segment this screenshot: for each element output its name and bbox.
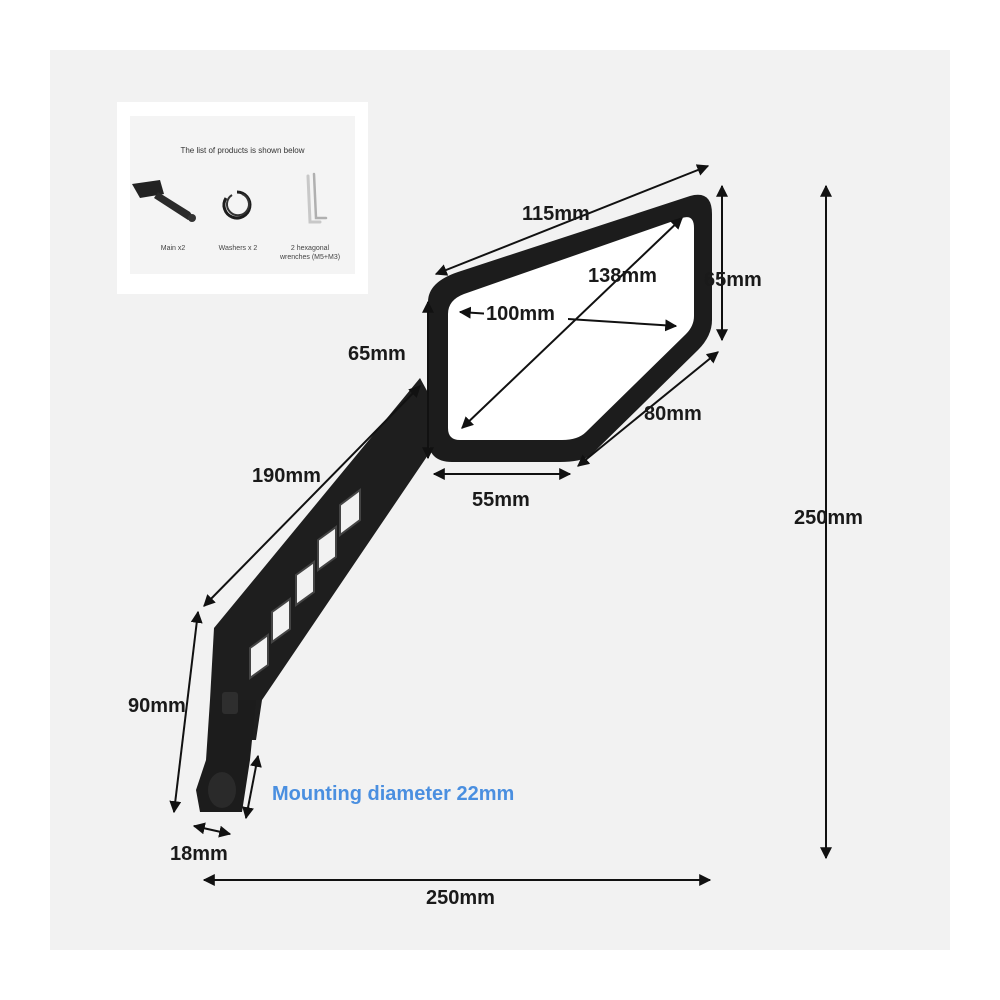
package-contents-title: The list of products is shown below <box>180 146 305 155</box>
label-mirror-bottom-width: 55mm <box>472 489 530 511</box>
arrow-mount-diameter <box>242 754 262 820</box>
package-contents-panel: The list of products is shown below Main… <box>130 116 355 274</box>
item-caption-wrenches-line2: wrenches (M5+M3) <box>279 254 341 261</box>
package-contents-card: The list of products is shown below Main… <box>117 102 368 294</box>
hex-wrench-icon <box>306 172 328 224</box>
item-caption-main: Main x2 <box>160 245 186 252</box>
label-mirror-left-height: 65mm <box>348 343 406 365</box>
item-caption-wrenches: 2 hexagonal wrenches (M5+M3) <box>270 244 350 262</box>
label-total-width: 250mm <box>426 887 495 909</box>
label-mirror-top-width: 115mm <box>522 203 590 225</box>
label-mounting-diameter: Mounting diameter 22mm <box>272 783 514 805</box>
label-clamp-height: 90mm <box>128 695 186 717</box>
dimension-arrows <box>169 164 832 886</box>
mirror-arm <box>210 378 432 740</box>
label-clamp-width: 18mm <box>170 843 228 865</box>
handlebar-clamp <box>196 692 256 812</box>
arrow-arm-length <box>203 385 421 607</box>
label-arm-length: 190mm <box>252 465 321 487</box>
arrow-mirror-lower-right <box>577 351 719 467</box>
label-mirror-lower-right: 80mm <box>644 403 702 425</box>
item-caption-wrenches-line1: 2 hexagonal <box>290 245 330 252</box>
label-total-height: 250mm <box>794 507 863 529</box>
washer-icon <box>222 190 252 220</box>
arrow-clamp-height <box>169 610 203 814</box>
label-mirror-inner-width: 100mm <box>486 303 555 325</box>
label-mirror-right-height: 65mm <box>704 269 762 291</box>
mirror-icon <box>132 180 196 222</box>
label-mirror-diagonal: 138mm <box>588 265 657 287</box>
arrow-clamp-width <box>192 822 232 838</box>
item-caption-washers: Washers x 2 <box>218 245 258 252</box>
